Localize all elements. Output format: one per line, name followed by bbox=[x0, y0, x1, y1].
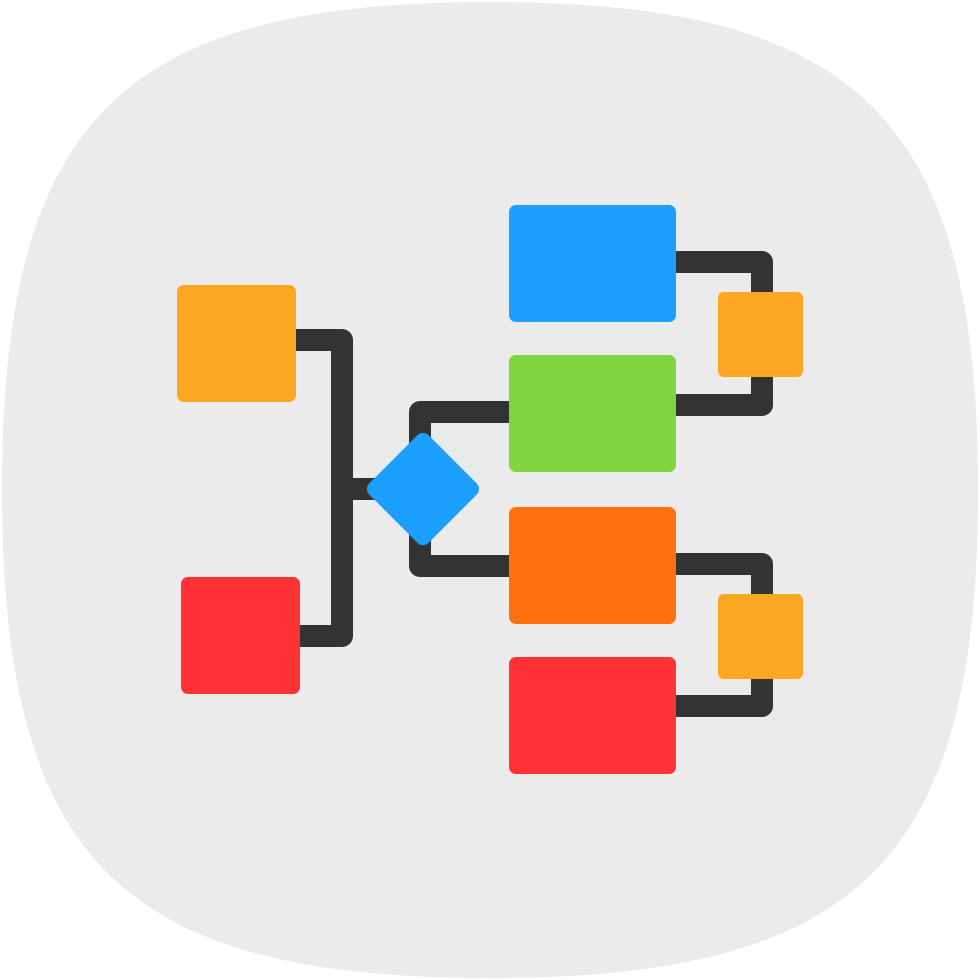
green-process-box bbox=[509, 355, 676, 472]
red-process-box bbox=[509, 657, 676, 774]
right-top-amber-box bbox=[718, 292, 803, 377]
left-bottom-red-box bbox=[181, 577, 300, 694]
left-top-amber-box bbox=[177, 285, 296, 402]
decision-diamond bbox=[366, 432, 480, 546]
blue-process-box bbox=[509, 205, 676, 322]
right-bottom-amber-box bbox=[718, 594, 803, 679]
orange-process-box bbox=[509, 507, 676, 624]
